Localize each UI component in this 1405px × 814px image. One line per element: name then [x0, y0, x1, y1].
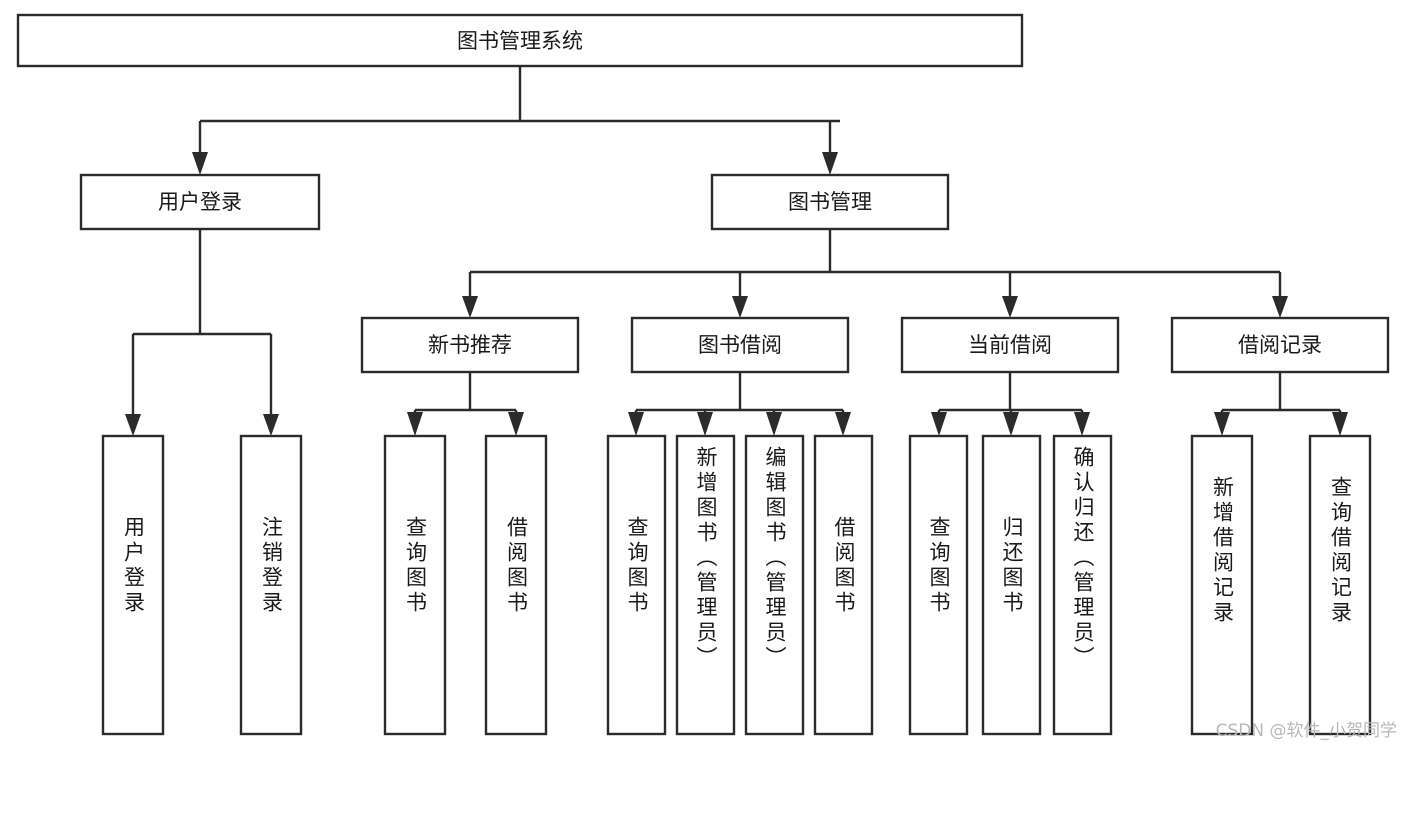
arrowhead-user-login	[192, 152, 208, 175]
arrowhead-leaf-confirm-return-admin	[1074, 412, 1090, 436]
node-box-borrow-record[interactable]	[1170, 316, 1390, 374]
node-box-leaf-borrow-book[interactable]	[813, 434, 874, 736]
node-label-root: 图书管理系统	[457, 29, 583, 53]
node-box-leaf-add-borrow-record[interactable]	[1190, 434, 1254, 736]
node-box-leaf-query-borrow-record[interactable]	[1308, 434, 1372, 736]
arrowhead-current-borrow	[1002, 296, 1018, 318]
arrowhead-leaf-query-book-borrow	[628, 412, 644, 436]
node-label-borrow-record: 借阅记录	[1238, 333, 1322, 357]
node-box-leaf-confirm-return-admin[interactable]	[1052, 434, 1113, 736]
node-box-user-login[interactable]	[79, 173, 321, 231]
node-label-user-login: 用户登录	[158, 190, 242, 214]
node-box-root[interactable]	[16, 13, 1024, 68]
node-label-book-borrow: 图书借阅	[698, 333, 782, 357]
arrowhead-new-book-recommend	[462, 296, 478, 318]
arrowhead-leaf-query-book-current	[931, 412, 947, 436]
node-box-leaf-add-book-admin[interactable]	[675, 434, 736, 736]
arrowhead-leaf-query-book-recommend	[407, 412, 423, 436]
node-box-current-borrow[interactable]	[900, 316, 1120, 374]
node-box-leaf-return-book[interactable]	[981, 434, 1042, 736]
node-label-new-book-recommend: 新书推荐	[428, 333, 512, 357]
connector-book-management-to-level3	[462, 229, 1288, 318]
node-box-leaf-user-login[interactable]	[101, 434, 165, 736]
node-label-book-management: 图书管理	[788, 190, 872, 214]
connector-book-borrow-to-leaves	[628, 372, 851, 436]
flowchart-svg: 图书管理系统 用户登录 图书管理 新书推荐 图书借阅 当前借阅 借阅记录	[16, 13, 1390, 736]
node-box-leaf-edit-book-admin[interactable]	[744, 434, 805, 736]
node-box-leaf-query-book-current[interactable]	[908, 434, 969, 736]
node-box-leaf-query-book-borrow[interactable]	[606, 434, 667, 736]
connector-user-login-to-leaves	[125, 229, 279, 436]
arrowhead-leaf-return-book	[1003, 412, 1019, 436]
node-box-new-book-recommend[interactable]	[360, 316, 580, 374]
arrowhead-leaf-edit-book-admin	[766, 412, 782, 436]
org-chart-canvas: 图书管理系统 用户登录 图书管理 新书推荐 图书借阅 当前借阅 借阅记录 用户登…	[16, 13, 1397, 741]
node-box-book-management[interactable]	[710, 173, 950, 231]
node-label-current-borrow: 当前借阅	[968, 333, 1052, 357]
arrowhead-leaf-add-book-admin	[697, 412, 713, 436]
node-box-leaf-borrow-book-recommend[interactable]	[484, 434, 548, 736]
arrowhead-leaf-borrow-book-recommend	[508, 412, 524, 436]
node-box-leaf-query-book-recommend[interactable]	[383, 434, 447, 736]
arrowhead-leaf-borrow-book	[835, 412, 851, 436]
arrowhead-book-borrow	[732, 296, 748, 318]
connector-new-book-recommend-to-leaves	[407, 372, 524, 436]
arrowhead-borrow-record	[1272, 296, 1288, 318]
node-box-book-borrow[interactable]	[630, 316, 850, 374]
connector-current-borrow-to-leaves	[931, 372, 1090, 436]
connector-root-to-level2	[192, 66, 840, 175]
arrowhead-leaf-logout	[263, 414, 279, 436]
arrowhead-leaf-query-borrow-record	[1332, 412, 1348, 436]
arrowhead-leaf-user-login	[125, 414, 141, 436]
arrowhead-leaf-add-borrow-record	[1214, 412, 1230, 436]
connector-borrow-record-to-leaves	[1214, 372, 1348, 436]
node-box-leaf-logout[interactable]	[239, 434, 303, 736]
arrowhead-book-management	[822, 152, 838, 175]
